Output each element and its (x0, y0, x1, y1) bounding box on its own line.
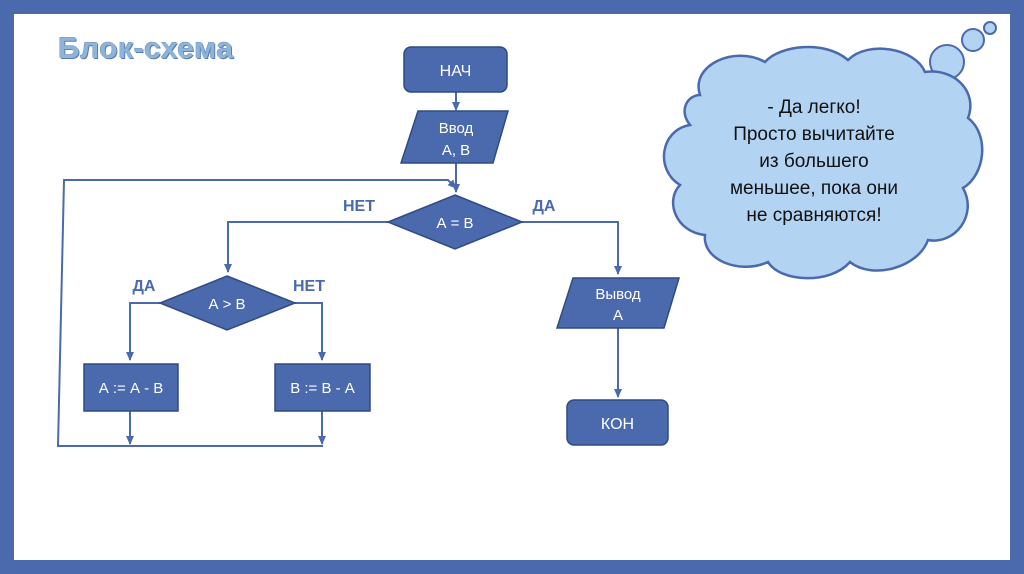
condition-second-block (157, 275, 298, 331)
assign-b-block (274, 363, 371, 412)
output-label-line1: Вывод (595, 286, 641, 303)
cloud-line: из большего (759, 151, 869, 172)
label-yes-main: ДА (533, 198, 556, 215)
cloud-text: - Да легко! Просто вычитайте из большего… (690, 94, 938, 229)
arrow-no-main (224, 221, 388, 273)
cloud-line: меньшее, пока они (729, 178, 899, 199)
label-yes-second: ДА (133, 278, 156, 295)
arrow-yes-main (522, 221, 622, 275)
cloud-body (662, 45, 984, 280)
condition-main-block (385, 194, 525, 250)
assign-a-block (83, 363, 179, 412)
output-block (555, 277, 681, 329)
slide-title: Блок-схема (58, 32, 234, 65)
thought-cloud (662, 21, 997, 280)
input-label-line1: Ввод (439, 120, 474, 137)
start-label: НАЧ (440, 63, 472, 80)
start-block (403, 46, 508, 93)
cloud-line: не сравняются! (746, 205, 882, 226)
output-label-line2: А (613, 307, 623, 324)
cloud-bubble-small (983, 21, 997, 35)
assign-a-label: А := А - В (99, 380, 164, 397)
cloud-line: Просто вычитайте (733, 124, 895, 145)
condition-second-label: А > В (208, 296, 245, 313)
input-block (399, 110, 509, 164)
arrow-yes-second (126, 302, 160, 361)
assign-b-label: В := В - А (290, 380, 355, 397)
input-label-line2: А, В (442, 142, 470, 159)
arrow-loop-return (56, 179, 457, 447)
end-block (566, 399, 669, 446)
connectors (56, 92, 622, 447)
cloud-bubble-medium (961, 28, 985, 52)
cloud-line: - Да легко! (767, 97, 861, 118)
label-no-main: НЕТ (343, 198, 375, 215)
end-label: КОН (601, 416, 634, 433)
label-no-second: НЕТ (293, 278, 325, 295)
condition-main-label: А = В (436, 215, 473, 232)
arrow-no-second (295, 302, 326, 361)
